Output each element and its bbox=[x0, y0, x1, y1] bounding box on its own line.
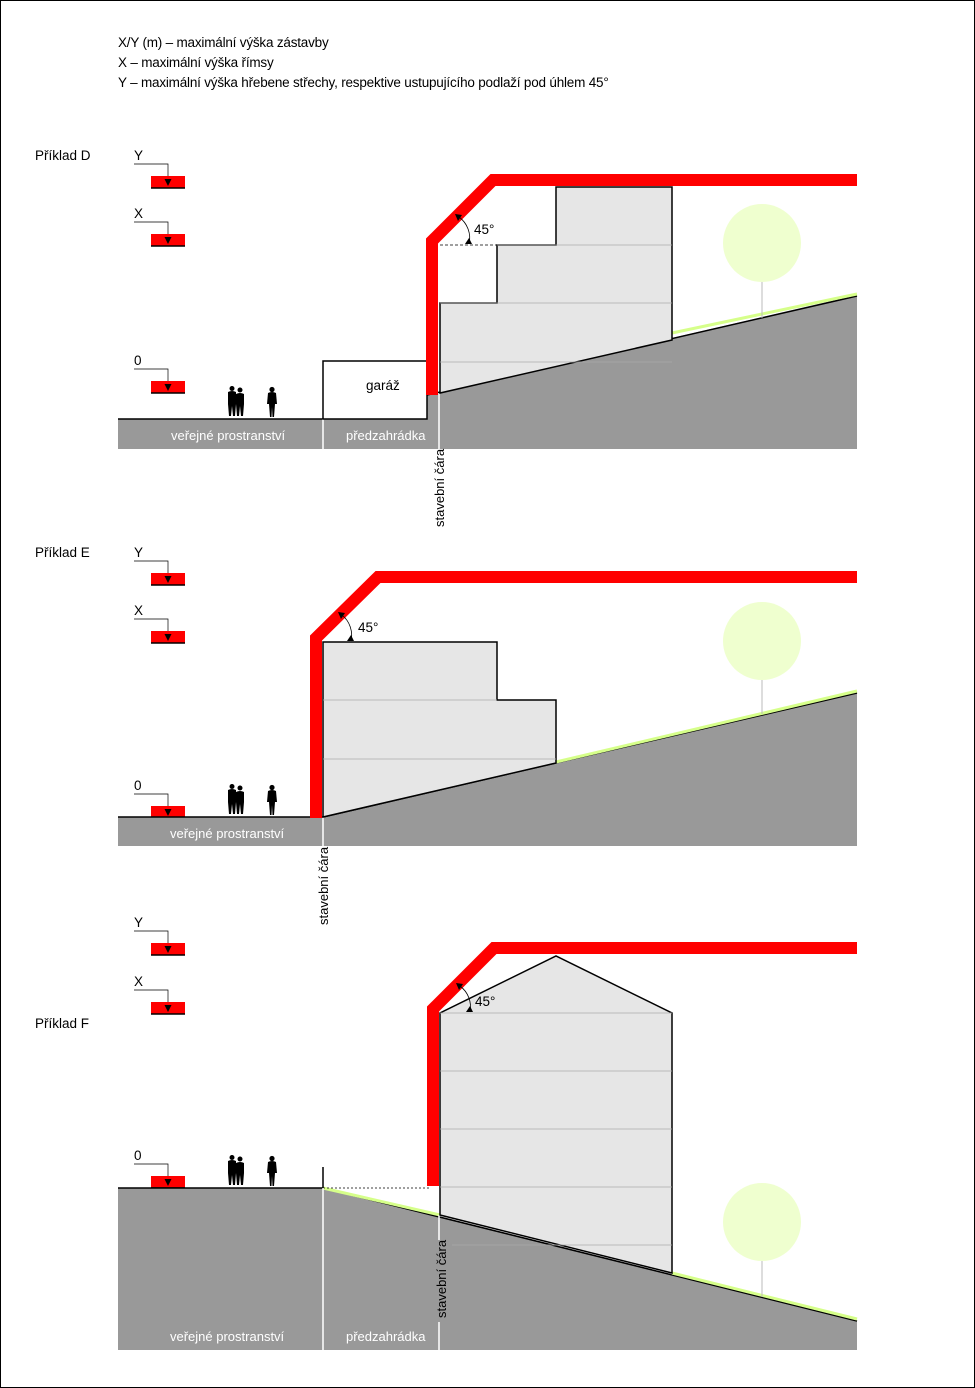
angle-label: 45° bbox=[475, 994, 495, 1009]
level-x-label: X bbox=[134, 206, 143, 221]
tree-icon bbox=[723, 204, 801, 282]
level-zero-marker bbox=[133, 793, 186, 819]
level-x-marker bbox=[133, 989, 186, 1015]
person-icon bbox=[267, 1155, 277, 1186]
level-x-label: X bbox=[134, 974, 143, 989]
people-icon bbox=[228, 386, 244, 416]
people-icon bbox=[228, 784, 244, 814]
level-zero-marker bbox=[133, 1163, 186, 1189]
legend: X/Y (m) – maximální výška zástavby X – m… bbox=[118, 33, 609, 93]
level-y-label: Y bbox=[134, 915, 143, 930]
level-x-marker bbox=[133, 221, 186, 247]
level-x-label: X bbox=[134, 603, 143, 618]
height-envelope bbox=[427, 942, 857, 1186]
level-y-marker bbox=[133, 163, 186, 189]
legend-line-x: X – maximální výška římsy bbox=[118, 55, 274, 70]
building-line-label: stavební čára bbox=[316, 846, 331, 925]
gable-building bbox=[439, 955, 673, 1274]
grass-strip bbox=[322, 1186, 441, 1217]
public-space-label: veřejné prostranství bbox=[170, 1329, 285, 1344]
level-y-marker bbox=[133, 930, 186, 956]
building-line-label: stavební čára bbox=[432, 448, 447, 527]
legend-line-xy: X/Y (m) – maximální výška zástavby bbox=[118, 35, 329, 50]
level-zero-marker bbox=[133, 368, 186, 394]
level-y-marker bbox=[133, 560, 186, 586]
building-line-label: stavební čára bbox=[434, 1239, 449, 1318]
example-e-title: Příklad E bbox=[35, 545, 90, 560]
ground-section bbox=[118, 1188, 857, 1350]
level-zero-label: 0 bbox=[134, 353, 142, 368]
front-garden-label: předzahrádka bbox=[346, 1329, 426, 1344]
level-zero-label: 0 bbox=[134, 1148, 142, 1163]
public-space-label: veřejné prostranství bbox=[171, 428, 286, 443]
height-envelope bbox=[310, 571, 857, 818]
legend-line-y: Y – maximální výška hřebene střechy, res… bbox=[118, 75, 609, 90]
tree-icon bbox=[723, 1183, 801, 1261]
height-envelope bbox=[426, 174, 857, 395]
angle-label: 45° bbox=[474, 222, 494, 237]
example-d-title: Příklad D bbox=[35, 148, 91, 163]
front-garden-label: předzahrádka bbox=[346, 428, 426, 443]
ground-section bbox=[118, 295, 857, 449]
person-icon bbox=[267, 784, 277, 815]
level-y-label: Y bbox=[134, 148, 143, 163]
example-f: Příklad F Y X 0 45° bbox=[35, 915, 858, 1350]
example-f-title: Příklad F bbox=[35, 1016, 89, 1031]
grass-strip bbox=[671, 292, 858, 335]
example-e: Příklad E Y X 0 45° veřejné prostranství… bbox=[35, 545, 858, 925]
angle-label: 45° bbox=[358, 620, 378, 635]
public-space-label: veřejné prostranství bbox=[170, 826, 285, 841]
garage-label: garáž bbox=[366, 378, 400, 393]
level-zero-label: 0 bbox=[134, 778, 142, 793]
level-x-marker bbox=[133, 618, 186, 644]
people-icon bbox=[228, 1155, 244, 1185]
grass-strip bbox=[555, 689, 858, 764]
ground-section bbox=[118, 692, 857, 846]
tree-icon bbox=[723, 602, 801, 680]
grass-strip bbox=[671, 1271, 858, 1321]
person-icon bbox=[267, 386, 277, 417]
example-d: Příklad D Y X 0 garáž 45° bbox=[35, 148, 858, 527]
level-y-label: Y bbox=[134, 545, 143, 560]
